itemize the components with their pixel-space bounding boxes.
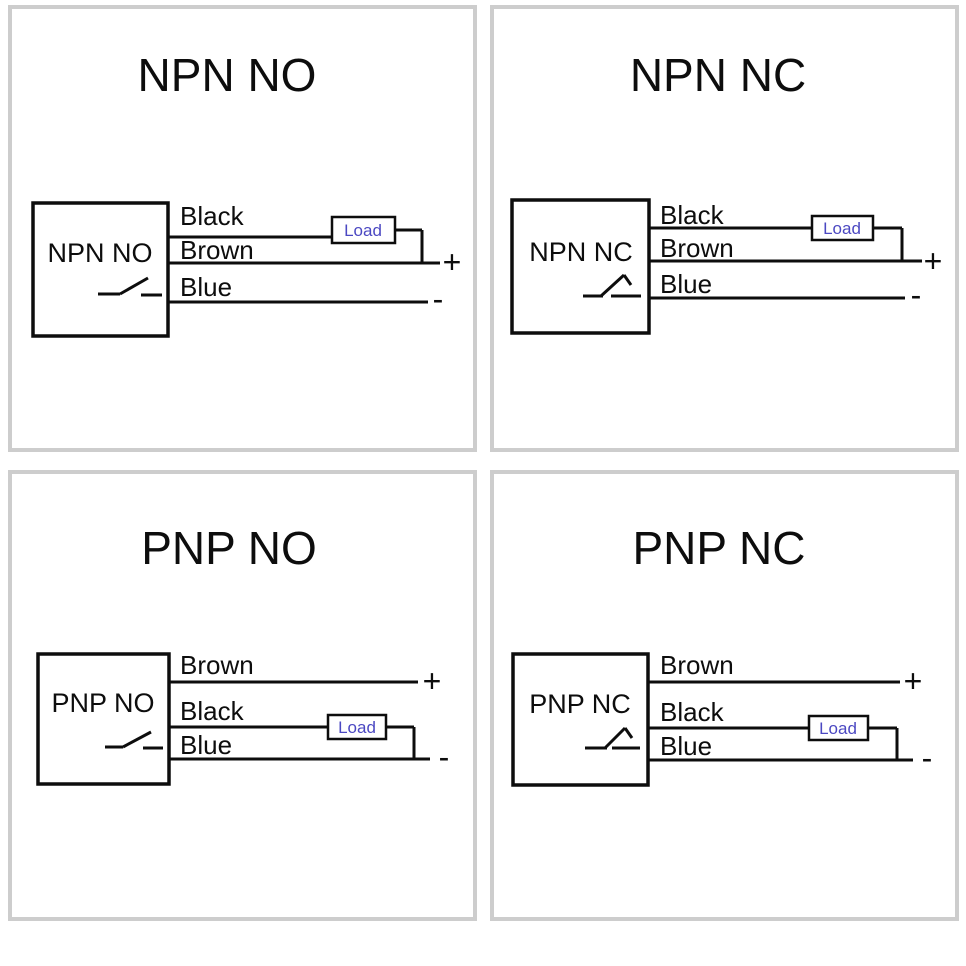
load-label: Load xyxy=(819,719,857,738)
panel-title: NPN NC xyxy=(630,49,806,101)
sensor-box-label: NPN NC xyxy=(529,237,633,267)
sensor-box xyxy=(510,198,651,335)
load-label: Load xyxy=(823,219,861,238)
sensor-box xyxy=(36,652,171,786)
panel-npn-nc: NPN NC NPN NC Black Load Brown + Blue xyxy=(490,5,959,452)
npn-no-schematic: NPN NO NPN NO Black Load Brown + Blue - xyxy=(31,49,462,338)
panel-pnp-no: PNP NO PNP NO Brown + Black Load Blue - xyxy=(8,470,477,921)
switch-normally-open-symbol xyxy=(105,730,163,750)
plus-terminal: + xyxy=(443,244,462,280)
plus-terminal: + xyxy=(423,663,442,699)
npn-nc-schematic: NPN NC NPN NC Black Load Brown + Blue xyxy=(510,49,943,335)
pnp-nc-schematic: PNP NC PNP NC Brown + Black Load Blue xyxy=(511,522,933,787)
wire-label-blue: Blue xyxy=(180,730,232,760)
plus-terminal: + xyxy=(924,243,943,279)
panel-npn-no: NPN NO NPN NO Black Load Brown + Blue - xyxy=(8,5,477,452)
load-label: Load xyxy=(338,718,376,737)
minus-terminal: - xyxy=(922,740,933,776)
wire-label-brown: Brown xyxy=(660,650,734,680)
panel-pnp-nc: PNP NC PNP NC Brown + Black Load Blue xyxy=(490,470,959,921)
wire-label-black: Black xyxy=(180,201,245,231)
sensor-box-label: PNP NC xyxy=(529,689,631,719)
wire-label-brown: Brown xyxy=(180,235,254,265)
panel-title: NPN NO xyxy=(138,49,317,101)
panel-title: PNP NC xyxy=(633,522,806,574)
wire-label-blue: Blue xyxy=(660,731,712,761)
panel-title: PNP NO xyxy=(141,522,317,574)
load-box xyxy=(810,214,875,242)
minus-terminal: - xyxy=(433,281,444,317)
load-box xyxy=(326,713,388,741)
sensor-box xyxy=(31,201,170,338)
minus-terminal: - xyxy=(439,739,450,775)
minus-terminal: - xyxy=(911,277,922,313)
sensor-box-label: PNP NO xyxy=(51,688,154,718)
sensor-box-label: NPN NO xyxy=(47,238,152,268)
switch-normally-closed-symbol xyxy=(583,273,641,298)
wire-label-blue: Blue xyxy=(660,269,712,299)
plus-terminal: + xyxy=(904,663,923,699)
wire-label-blue: Blue xyxy=(180,272,232,302)
sensor-box xyxy=(511,652,650,787)
wire-label-brown: Brown xyxy=(180,650,254,680)
wire-label-brown: Brown xyxy=(660,233,734,263)
switch-normally-open-symbol xyxy=(98,276,162,297)
wire-label-black: Black xyxy=(660,697,725,727)
pnp-no-schematic: PNP NO PNP NO Brown + Black Load Blue - xyxy=(36,522,450,786)
load-label: Load xyxy=(344,221,382,240)
switch-normally-closed-symbol xyxy=(585,726,640,750)
wire-label-black: Black xyxy=(180,696,245,726)
load-box xyxy=(330,215,397,245)
wire-label-black: Black xyxy=(660,200,725,230)
